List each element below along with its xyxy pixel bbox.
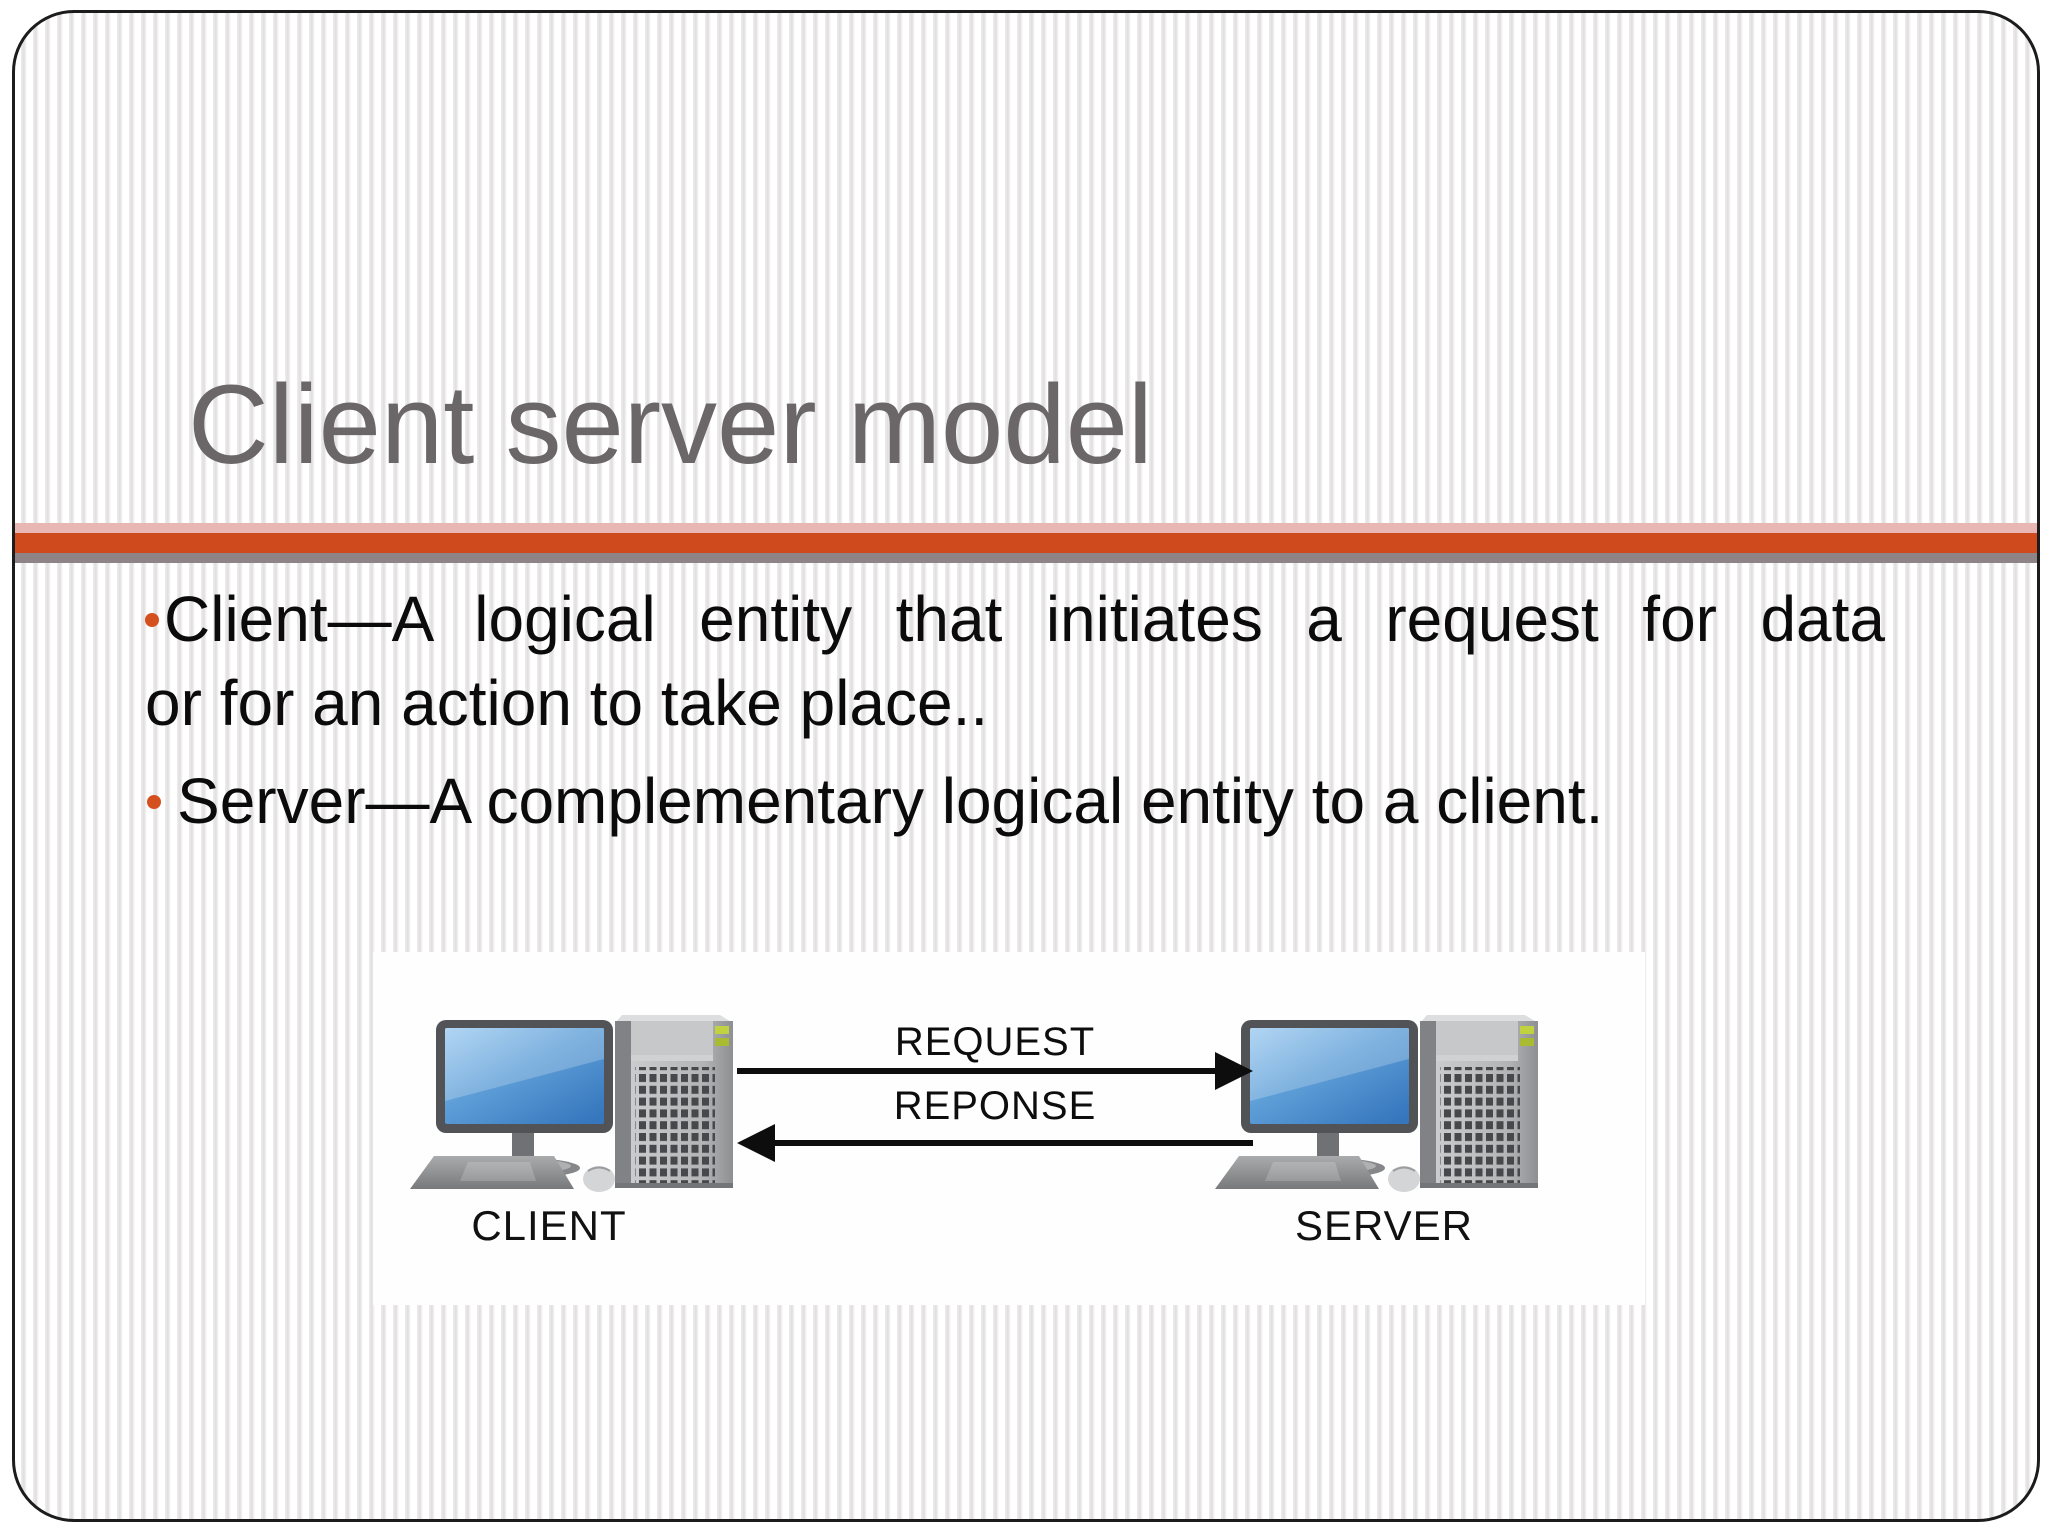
bullet-client-line1-text: Client—A logical entity that initiates a…: [164, 583, 1885, 655]
bullet-dot-icon: [147, 795, 161, 809]
divider-orange-bar: [15, 533, 2037, 553]
mouse-icon: [583, 1166, 615, 1192]
server-label: SERVER: [1295, 1202, 1473, 1249]
divider-pink-bar: [15, 523, 2037, 533]
bullet-server-text: Server—A complementary logical entity to…: [177, 765, 1604, 837]
mouse-icon: [1388, 1166, 1420, 1192]
slide-title: Client server model: [188, 362, 1153, 487]
keyboard-icon: [410, 1156, 574, 1189]
response-arrow-label: REPONSE: [893, 1084, 1097, 1128]
slide-canvas: Client server model Client—A logical ent…: [12, 10, 2040, 1522]
keyboard-icon: [1215, 1156, 1379, 1189]
divider-gray-bar: [15, 553, 2037, 563]
bullet-item-server: Server—A complementary logical entity to…: [147, 759, 1907, 843]
bullet-dot-icon: [145, 613, 159, 627]
client-server-diagram: REQUEST REPONSE CLIENT SERVER: [373, 952, 1645, 1305]
client-label: CLIENT: [471, 1202, 627, 1249]
server-computer-icon: [1215, 1015, 1538, 1192]
response-arrow-icon: [737, 1124, 1253, 1162]
request-arrow-icon: [737, 1052, 1253, 1090]
bullet-item-client: Client—A logical entity that initiates a…: [145, 577, 1885, 745]
request-response-arrows: [737, 1052, 1253, 1162]
server-tower-icon: [1420, 1015, 1538, 1188]
client-computer-icon: [410, 1015, 733, 1192]
bullet-client-line2-text: or for an action to take place..: [145, 667, 989, 739]
request-arrow-label: REQUEST: [894, 1020, 1096, 1064]
server-tower-icon: [615, 1015, 733, 1188]
bullet-client-line1: Client—A logical entity that initiates a…: [145, 577, 1885, 661]
